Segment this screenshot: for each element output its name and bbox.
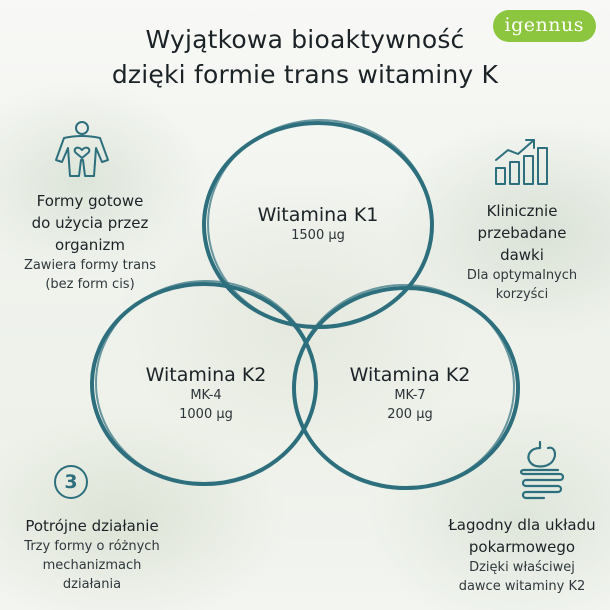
page-title: Wyjątkowa bioaktywność dzięki formie tra… <box>0 22 610 92</box>
clinical-head-2: przebadane <box>477 224 567 242</box>
circle-k2-mk7-text: Witamina K2 MK-7 200 µg <box>330 364 490 424</box>
gentle-head-2: pokarmowego <box>468 538 576 556</box>
clinical-head-3: dawki <box>500 246 544 264</box>
clinical-desc-1: Dla optymalnych <box>466 268 578 283</box>
number-3-icon: 3 <box>54 465 88 499</box>
title-line-1: Wyjątkowa bioaktywność <box>145 25 465 54</box>
feature-gentle-digestive: Łagodny dla układu pokarmowego Dzięki wł… <box>438 514 606 596</box>
triple-desc-3: działania <box>62 577 122 592</box>
k1-name: Witamina K1 <box>257 204 379 226</box>
triple-head: Potrójne działanie <box>25 517 159 535</box>
circle-k2-mk7-stroke2 <box>293 284 515 490</box>
circle-k2-mk4-text: Witamina K2 MK-4 1000 µg <box>126 364 286 424</box>
title-line-2: dzięki formie trans witaminy K <box>111 60 499 89</box>
k2-mk7-form: MK-7 <box>394 388 426 403</box>
ready-forms-head-3: organizm <box>55 236 125 254</box>
bar-chart-growth-icon <box>495 139 548 185</box>
human-body-heart-icon <box>55 121 109 177</box>
k2-mk4-form: MK-4 <box>190 388 222 403</box>
circle-k1-text: Witamina K1 1500 µg <box>238 204 398 245</box>
triple-desc-2: mechanizmach <box>42 558 142 573</box>
k2-mk4-name: Witamina K2 <box>145 364 267 386</box>
gentle-desc-1: Dzięki właściwej <box>469 560 575 575</box>
ready-forms-head-2: do użycia przez <box>31 214 149 232</box>
clinical-head-1: Klinicznie <box>486 202 558 220</box>
k1-dose: 1500 µg <box>291 228 345 243</box>
k2-mk7-dose: 200 µg <box>387 407 433 422</box>
circle-k1-stroke2 <box>207 119 433 329</box>
feature-clinical-doses: Klinicznie przebadane dawki Dla optymaln… <box>446 200 598 304</box>
ready-forms-desc-2: (bez form cis) <box>45 277 135 292</box>
gentle-desc-2: dawce witaminy K2 <box>458 579 586 594</box>
k2-mk7-name: Witamina K2 <box>349 364 471 386</box>
gentle-head-1: Łagodny dla układu <box>448 516 596 534</box>
clinical-desc-2: korzyści <box>495 287 549 302</box>
feature-triple-action: Potrójne działanie Trzy formy o różnych … <box>6 515 178 594</box>
triple-desc-1: Trzy formy o różnych <box>24 539 160 554</box>
digestive-system-icon <box>519 440 565 500</box>
k2-mk4-dose: 1000 µg <box>179 407 233 422</box>
circle-k2-mk4-stroke2 <box>95 280 317 486</box>
brand-logo: igennus <box>492 10 596 42</box>
feature-ready-forms: Formy gotowe do użycia przez organizm Za… <box>8 190 172 294</box>
ready-forms-desc-1: Zawiera formy trans <box>23 258 157 273</box>
ready-forms-head-1: Formy gotowe <box>36 192 144 210</box>
